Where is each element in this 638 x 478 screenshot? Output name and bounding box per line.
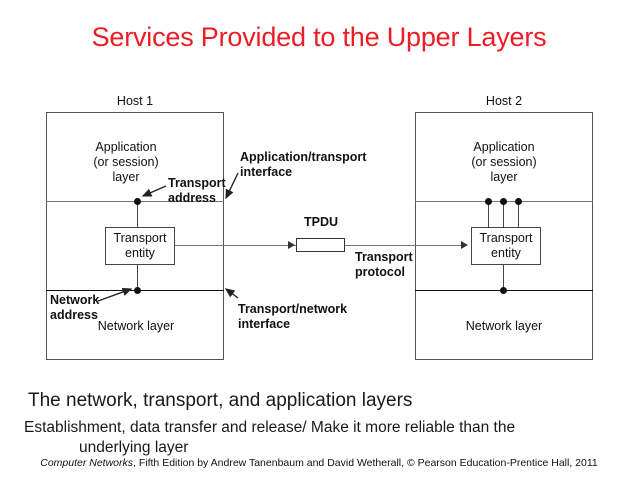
host2-transport-entity-line1: Transport — [479, 231, 533, 245]
host1-transport-address-dot — [133, 197, 141, 205]
annotation-transport-network-interface-line1: Transport/network — [238, 302, 348, 316]
page-title: Services Provided to the Upper Layers — [91, 22, 547, 52]
host1-transport-entity-line1: Transport — [113, 231, 167, 245]
host1-title: Host 1 — [116, 94, 154, 108]
host2-transport-entity-line2: entity — [491, 246, 521, 260]
transport-protocol-line-right — [345, 245, 463, 246]
annotation-transport-address-line2: address — [168, 191, 216, 205]
figure-layered-hosts-diagram: Host 1 Application (or session) layer Tr… — [0, 90, 638, 380]
host2-transport-address-dot-2 — [499, 197, 507, 205]
host1-application-layer-line1: Application — [95, 140, 157, 154]
transport-protocol-arrow-left — [288, 240, 295, 249]
caption-line-2-part-a: Establishment, data transfer and release… — [24, 419, 516, 436]
host2-transport-address-dot-1 — [484, 197, 492, 205]
host2-box — [415, 112, 593, 360]
caption-line-1: The network, transport, and application … — [28, 390, 413, 411]
host2-transport-connector-1 — [488, 201, 489, 227]
host2-transport-address-dot-3 — [514, 197, 522, 205]
host2-transport-connector-2 — [503, 201, 504, 227]
transport-protocol-label-line1: Transport — [355, 250, 413, 264]
tpdu-packet-box — [296, 238, 345, 252]
annotation-transport-network-interface-line2: interface — [238, 317, 291, 331]
host2-title: Host 2 — [485, 94, 523, 108]
source-credit: Computer Networks, Fifth Edition by Andr… — [0, 457, 638, 469]
host2-network-layer-label: Network layer — [465, 319, 543, 333]
credit-rest: , Fifth Edition by Andrew Tanenbaum and … — [133, 457, 598, 469]
host1-transport-entity-line2: entity — [125, 246, 155, 260]
transport-protocol-line-left — [175, 245, 296, 246]
transport-protocol-arrow-right — [461, 240, 468, 249]
host1-application-layer-line3: layer — [112, 170, 140, 184]
annotation-transport-address-line1: Transport — [168, 176, 226, 190]
host2-network-address-dot — [499, 286, 507, 294]
annotation-network-address-line2: address — [50, 308, 98, 322]
caption-line-2-part-b: underlying layer — [79, 439, 189, 456]
host2-transport-connector-3 — [518, 201, 519, 227]
host2-application-layer-line3: layer — [490, 170, 518, 184]
host1-transport-entity-upper-connector — [137, 201, 138, 227]
host2-application-layer-line1: Application — [473, 140, 535, 154]
host2-transport-entity-lower-connector — [503, 265, 504, 290]
credit-book-title: Computer Networks — [40, 457, 134, 469]
annotation-app-transport-interface-line1: Application/transport — [240, 150, 367, 164]
host1-application-layer-line2: (or session) — [93, 155, 159, 169]
host2-transport-entity-box: Transport entity — [471, 227, 541, 265]
annotation-network-address-line1: Network — [50, 293, 100, 307]
annotation-app-transport-interface-line2: interface — [240, 165, 293, 179]
tpdu-label: TPDU — [303, 215, 339, 229]
host1-transport-entity-lower-connector — [137, 265, 138, 290]
annotation-leader-lines — [97, 172, 239, 302]
transport-protocol-label-line2: protocol — [355, 265, 405, 279]
host1-box — [46, 112, 224, 360]
host2-application-layer-line2: (or session) — [471, 155, 537, 169]
host1-network-address-dot — [133, 286, 141, 294]
host1-network-layer-label: Network layer — [97, 319, 175, 333]
host1-transport-entity-box: Transport entity — [105, 227, 175, 265]
caption-line-2: Establishment, data transfer and release… — [24, 418, 619, 458]
